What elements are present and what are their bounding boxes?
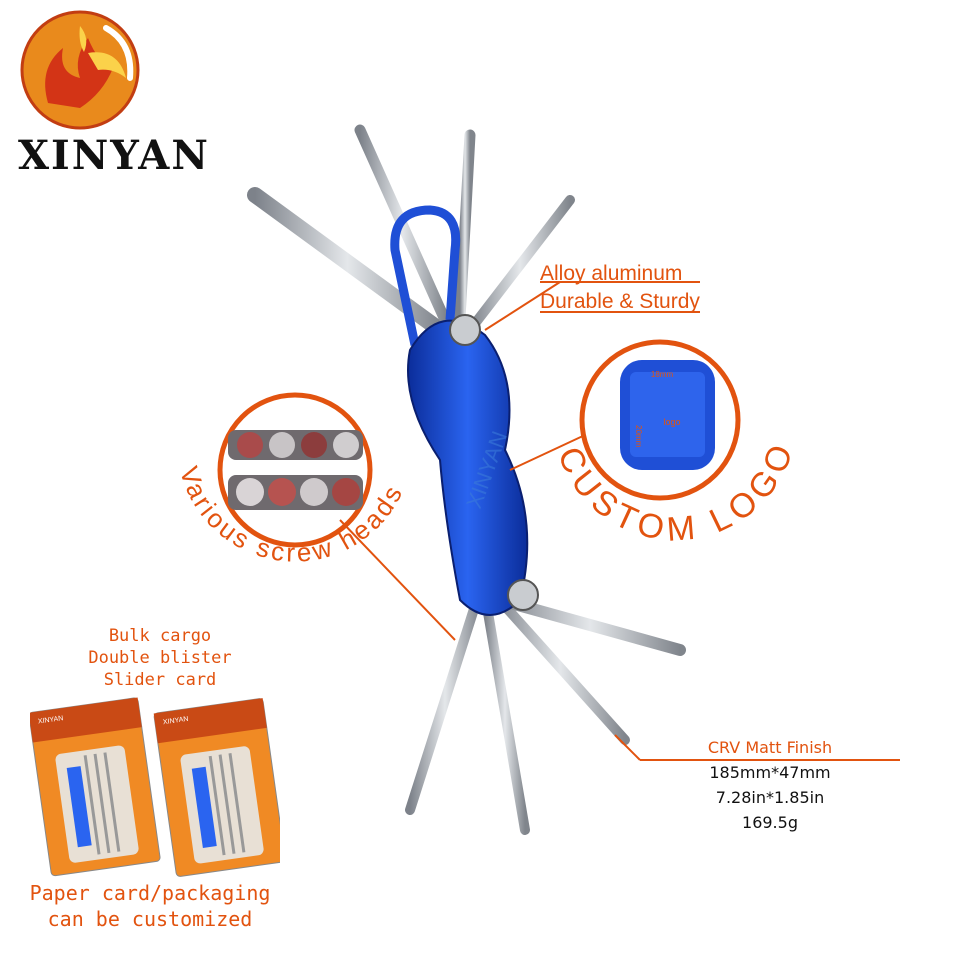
packaging-option-2: Double blister bbox=[88, 648, 232, 668]
packaging-card-left: XINYAN bbox=[30, 697, 161, 877]
svg-text:XINYAN: XINYAN bbox=[38, 715, 64, 725]
size-mm: 185mm*47mm bbox=[709, 763, 831, 782]
material-line-2: Durable & Sturdy bbox=[540, 290, 700, 313]
packaging-note: Paper card/packaging can be customized bbox=[15, 880, 285, 932]
packaging-note-line-2: can be customized bbox=[47, 907, 253, 931]
material-line-1: Alloy aluminum bbox=[540, 262, 683, 285]
bottom-pivot-bolt bbox=[507, 579, 539, 611]
screw-heads-closeup bbox=[228, 430, 363, 510]
weight: 169.5g bbox=[742, 813, 798, 832]
logo-height-label: 20mm bbox=[634, 425, 643, 448]
aluminum-handle bbox=[407, 319, 529, 616]
packaging-option-1: Bulk cargo bbox=[108, 626, 212, 646]
packaging-options: Bulk cargo Double blister Slider card bbox=[55, 625, 265, 691]
packaging-note-line-1: Paper card/packaging bbox=[29, 881, 271, 905]
carabiner-clip bbox=[390, 205, 461, 346]
packaging-cards: XINYAN XINYAN bbox=[30, 697, 280, 877]
bottom-screwdriver-bits bbox=[405, 585, 686, 835]
brand-logo-emblem bbox=[20, 10, 140, 130]
logo-width-label: 18mm bbox=[651, 370, 674, 379]
top-screwdriver-bits bbox=[247, 124, 575, 338]
svg-text:XINYAN: XINYAN bbox=[163, 716, 189, 726]
material-callout-line bbox=[484, 281, 561, 331]
top-pivot-bolt bbox=[449, 314, 481, 346]
finish-label: CRV Matt Finish bbox=[707, 738, 833, 757]
brand-name: XINYAN bbox=[18, 132, 210, 179]
logo-placeholder-label: logo bbox=[663, 417, 680, 427]
specs-block: CRV Matt Finish 185mm*47mm 7.28in*1.85in… bbox=[690, 735, 850, 835]
packaging-card-right: XINYAN bbox=[153, 698, 280, 877]
material-callout: Alloy aluminum Durable & Sturdy bbox=[540, 260, 700, 316]
size-in: 7.28in*1.85in bbox=[715, 788, 825, 807]
specs-callout-line bbox=[614, 734, 641, 761]
packaging-option-3: Slider card bbox=[103, 670, 217, 690]
